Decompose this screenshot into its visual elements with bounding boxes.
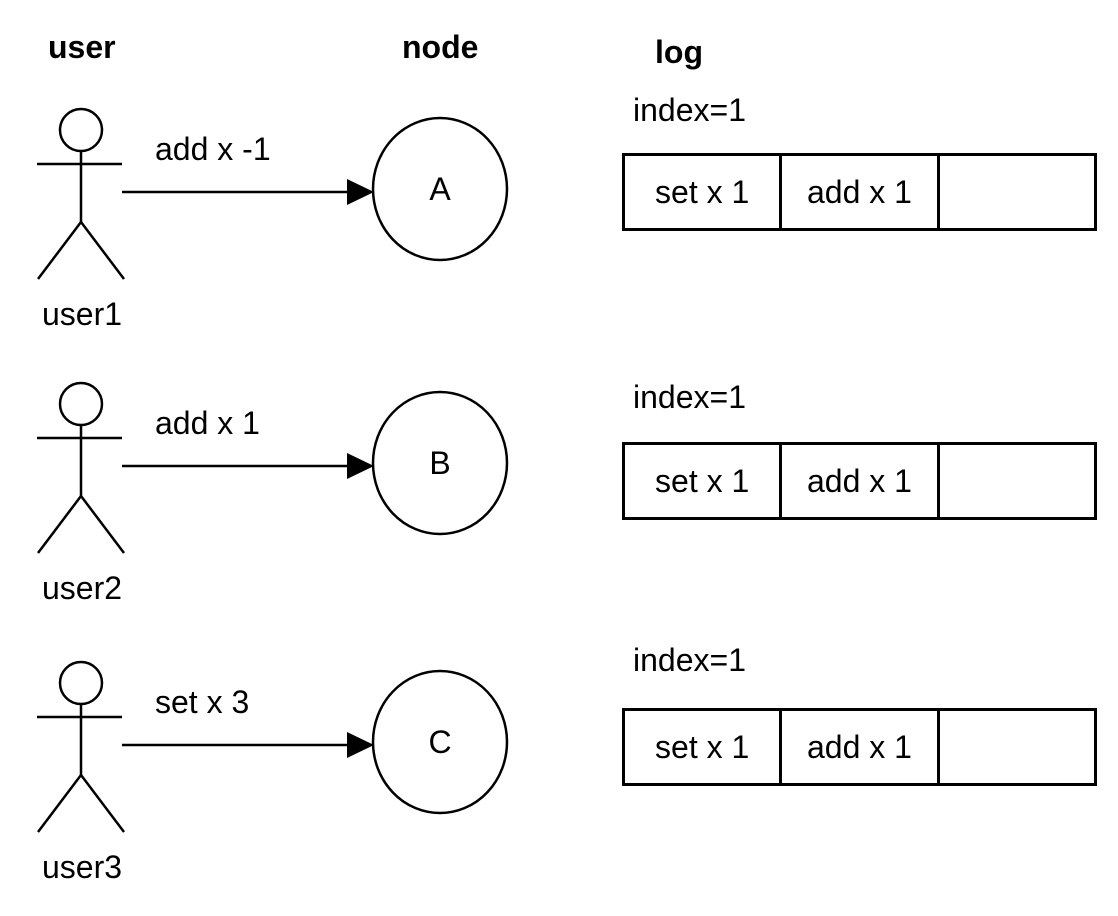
column-header-user: user <box>48 29 116 65</box>
log-cell: set x 1 <box>625 156 783 228</box>
stick-figure-icon <box>37 107 125 280</box>
column-header-node: node <box>402 29 479 65</box>
log-table: set x 1 add x 1 <box>622 708 1097 786</box>
node-label: A <box>429 171 451 207</box>
message-arrow-icon <box>122 732 374 758</box>
actor-label: user2 <box>42 570 122 606</box>
message-label: add x 1 <box>155 405 260 441</box>
log-index-label: index=1 <box>633 379 746 415</box>
node-circle <box>371 116 509 262</box>
stick-figure-icon <box>37 660 125 833</box>
log-cell: add x 1 <box>782 156 940 228</box>
node-label: C <box>428 724 451 760</box>
log-cell: add x 1 <box>782 711 940 783</box>
log-index-label: index=1 <box>633 92 746 128</box>
row-graphic-1: user1 add x -1 A <box>37 107 509 332</box>
log-cell: set x 1 <box>625 711 783 783</box>
message-arrow-icon <box>122 179 374 205</box>
log-table: set x 1 add x 1 <box>622 442 1097 520</box>
node-circle <box>371 669 509 815</box>
log-cell: add x 1 <box>782 445 940 517</box>
actor-label: user3 <box>42 849 122 885</box>
log-index-label: index=1 <box>633 642 746 678</box>
node-circle <box>371 390 509 536</box>
message-label: add x -1 <box>155 131 271 167</box>
row-graphic-3: user3 set x 3 C <box>37 660 509 885</box>
log-cell-empty <box>940 156 1094 228</box>
log-cell-empty <box>940 711 1094 783</box>
stick-figure-icon <box>37 381 125 554</box>
row-graphic-2: user2 add x 1 B <box>37 381 509 606</box>
message-arrow-icon <box>122 453 374 479</box>
log-table: set x 1 add x 1 <box>622 153 1097 231</box>
node-label: B <box>429 445 450 481</box>
log-cell-empty <box>940 445 1094 517</box>
log-cell: set x 1 <box>625 445 783 517</box>
column-header-log: log <box>655 34 703 70</box>
actor-label: user1 <box>42 296 122 332</box>
message-label: set x 3 <box>155 684 249 720</box>
